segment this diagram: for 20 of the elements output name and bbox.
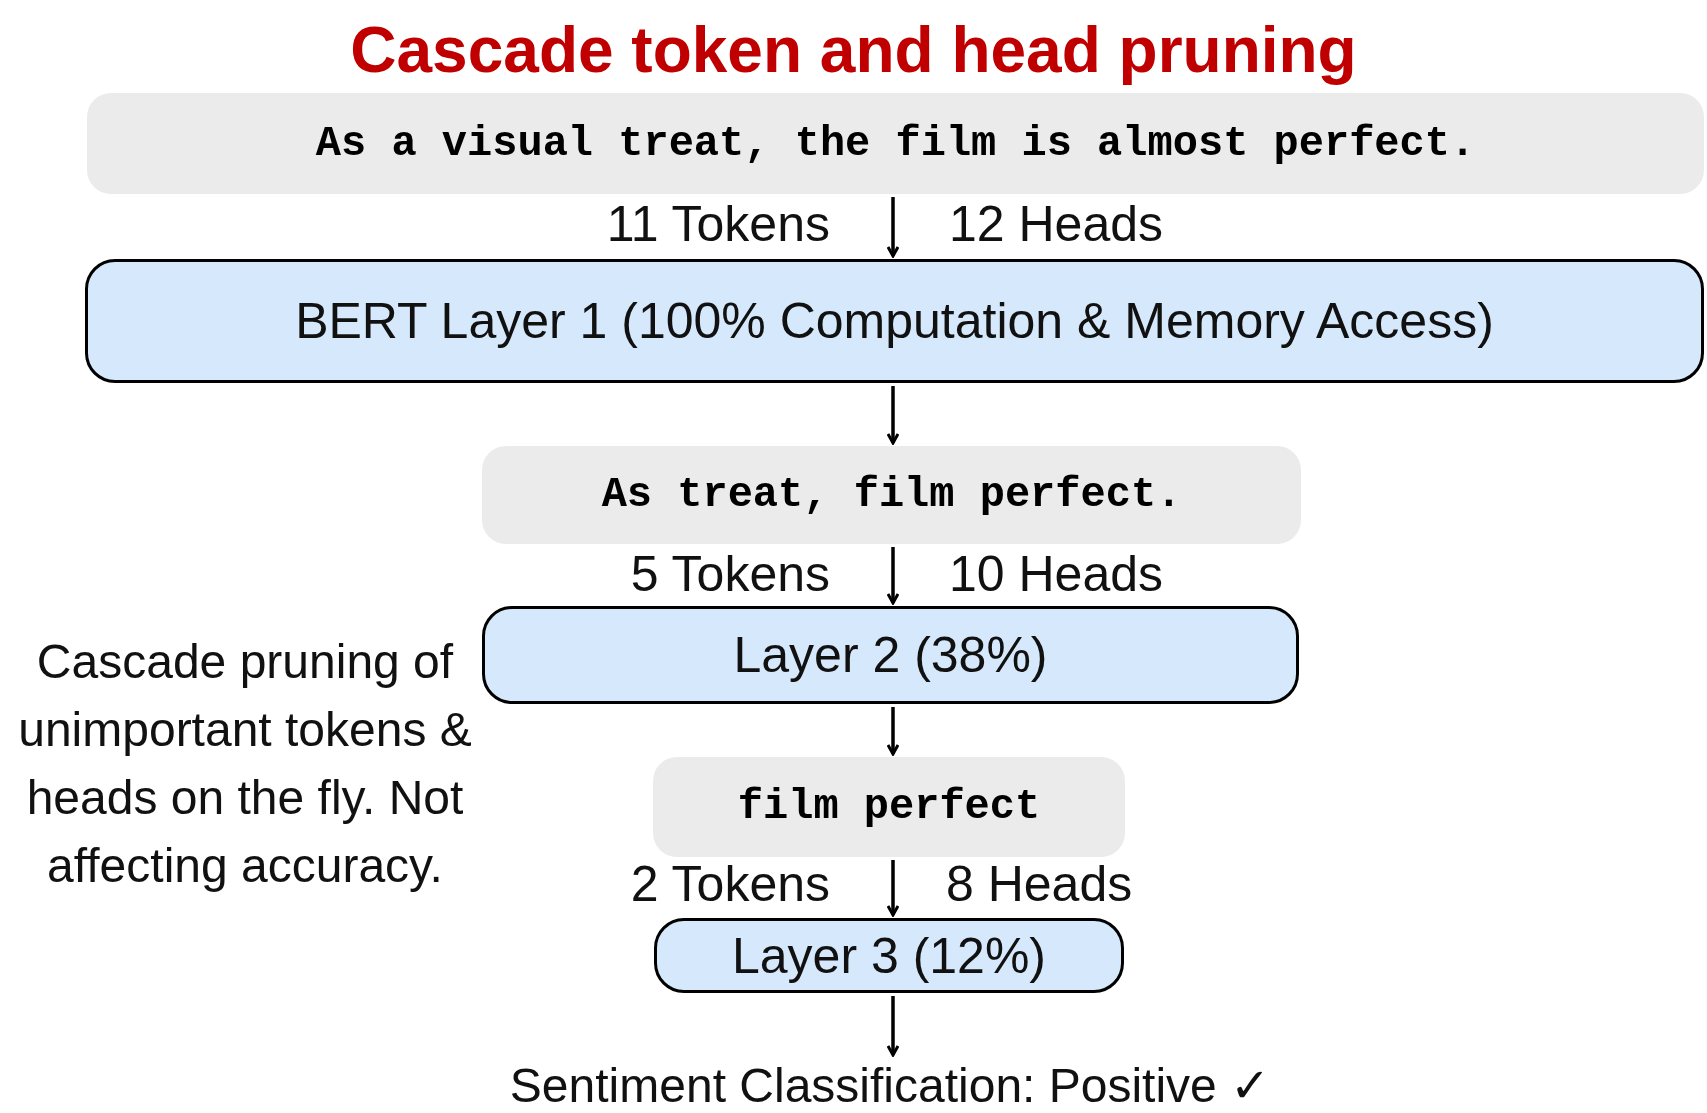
arrow [886, 197, 900, 258]
arrow [886, 386, 900, 445]
layer-box: Layer 3 (12%) [654, 918, 1124, 993]
arrow [886, 996, 900, 1057]
layer-box: BERT Layer 1 (100% Computation & Memory Access) [85, 259, 1704, 383]
count-label: 10 Heads [949, 546, 1164, 602]
arrow [886, 547, 900, 605]
sentence-box: As treat, film perfect. [482, 446, 1301, 544]
sentence-box: As a visual treat, the film is almost perfect. [87, 93, 1704, 194]
layer-box: Layer 2 (38%) [482, 606, 1299, 704]
count-label: 11 Tokens [606, 196, 830, 252]
count-label: 5 Tokens [630, 546, 830, 602]
note-text: Cascade pruning of unimportant tokens & heads on the fly. Not affecting accuracy. [17, 634, 473, 894]
arrow [886, 707, 900, 756]
count-label: 8 Heads [946, 856, 1133, 912]
arrow [886, 860, 900, 917]
count-label: 2 Tokens [630, 856, 830, 912]
result-text: Sentiment Classification: Positive ✓ [390, 1058, 1390, 1113]
sentence-box: film perfect [653, 757, 1125, 857]
count-label: 12 Heads [949, 196, 1164, 252]
